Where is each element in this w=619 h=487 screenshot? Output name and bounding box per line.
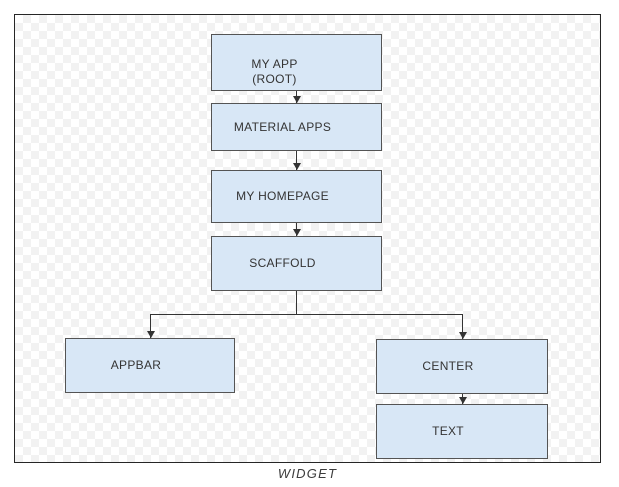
node-center[interactable]: CENTER bbox=[376, 339, 548, 394]
edge-scaffold-stem bbox=[296, 291, 297, 314]
node-scaffold[interactable]: SCAFFOLD bbox=[211, 236, 382, 291]
arrow-down-icon bbox=[147, 331, 155, 338]
node-text[interactable]: TEXT bbox=[376, 404, 548, 459]
diagram-caption: WIDGET bbox=[277, 466, 338, 481]
edge-material-to-homepage bbox=[296, 151, 297, 170]
diagram-frame: MY APP (ROOT) MATERIAL APPS MY HOMEPAGE … bbox=[14, 14, 601, 463]
node-my-homepage[interactable]: MY HOMEPAGE bbox=[211, 170, 382, 223]
node-label: MATERIAL APPS bbox=[233, 119, 332, 134]
arrow-down-icon bbox=[459, 397, 467, 404]
node-label: MY APP (ROOT) bbox=[251, 56, 298, 86]
node-label: APPBAR bbox=[110, 358, 162, 372]
node-label: SCAFFOLD bbox=[249, 256, 316, 270]
node-label: TEXT bbox=[432, 424, 464, 438]
arrow-down-icon bbox=[293, 229, 301, 236]
edge-scaffold-to-center bbox=[462, 314, 463, 339]
edge-scaffold-to-appbar bbox=[150, 314, 151, 338]
arrow-down-icon bbox=[293, 96, 301, 103]
node-label: MY HOMEPAGE bbox=[236, 189, 329, 203]
node-material-apps[interactable]: MATERIAL APPS bbox=[211, 103, 382, 151]
node-my-app-root[interactable]: MY APP (ROOT) bbox=[211, 34, 382, 91]
arrow-down-icon bbox=[293, 163, 301, 170]
node-appbar[interactable]: APPBAR bbox=[65, 338, 235, 393]
edge-branch-rail bbox=[150, 314, 463, 315]
node-label: CENTER bbox=[422, 359, 474, 373]
arrow-down-icon bbox=[459, 332, 467, 339]
